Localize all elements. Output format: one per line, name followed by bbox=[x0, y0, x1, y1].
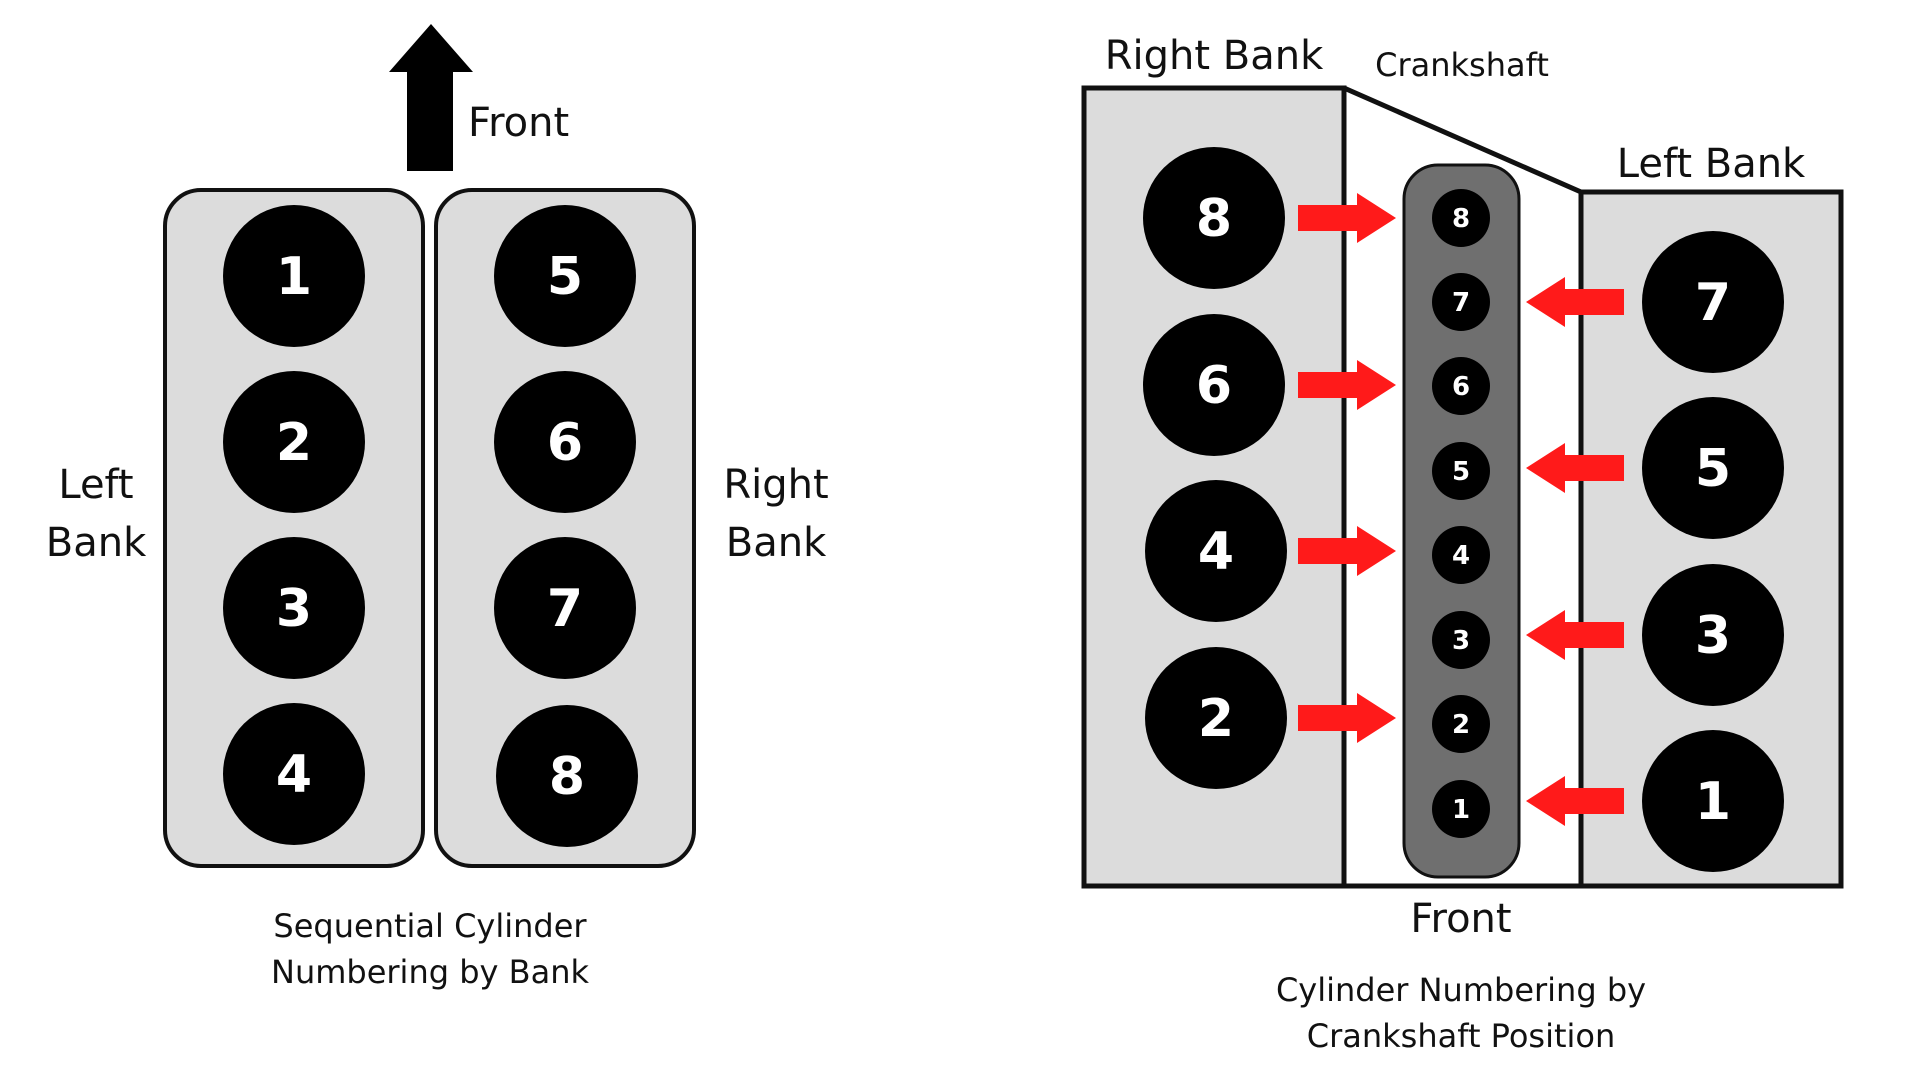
right-bank-label-line2: Bank bbox=[726, 520, 827, 566]
cylinder: 8 bbox=[1143, 147, 1285, 289]
cylinder: 6 bbox=[494, 371, 636, 513]
cylinder: 7 bbox=[494, 537, 636, 679]
crankshaft-position-diagram: Right Bank Crankshaft Left Bank 8 7 6 5 … bbox=[1081, 33, 1844, 1055]
cylinder-number: 7 bbox=[1695, 273, 1731, 333]
crank-pin-number: 3 bbox=[1452, 626, 1470, 656]
crank-pin: 6 bbox=[1432, 357, 1490, 415]
left-bank-label: Left Bank bbox=[1617, 141, 1806, 187]
left-bank-arrows bbox=[1526, 277, 1624, 826]
arrow-left-icon bbox=[1526, 776, 1624, 826]
cylinder-number: 1 bbox=[276, 247, 312, 307]
arrow-right-icon bbox=[1298, 360, 1396, 410]
arrow-left-icon bbox=[1526, 610, 1624, 660]
right-bank-block bbox=[434, 188, 696, 868]
crank-pin: 5 bbox=[1432, 442, 1490, 500]
cylinder: 1 bbox=[1642, 730, 1784, 872]
cylinder-number: 4 bbox=[276, 745, 312, 805]
right-caption-line1: Cylinder Numbering by bbox=[1276, 971, 1646, 1009]
crank-pin: 8 bbox=[1432, 189, 1490, 247]
front-arrow-icon bbox=[389, 24, 473, 171]
cylinder-number: 2 bbox=[1198, 689, 1234, 749]
right-bank-label: Right Bank bbox=[1105, 33, 1324, 79]
cylinder: 3 bbox=[223, 537, 365, 679]
left-bank-cylinders: 7 5 3 1 bbox=[1642, 231, 1784, 872]
crank-pin-number: 5 bbox=[1452, 457, 1470, 487]
crank-pin: 7 bbox=[1432, 273, 1490, 331]
arrow-right-icon bbox=[1298, 193, 1396, 243]
cylinder: 7 bbox=[1642, 231, 1784, 373]
crank-pin: 2 bbox=[1432, 695, 1490, 753]
sequential-numbering-diagram: Front 1 2 3 4 bbox=[46, 24, 829, 991]
crankshaft-label: Crankshaft bbox=[1375, 46, 1549, 84]
left-caption-line2: Numbering by Bank bbox=[271, 953, 589, 991]
cylinder: 5 bbox=[1642, 397, 1784, 539]
right-bank-arrows bbox=[1298, 193, 1396, 743]
cylinder: 1 bbox=[223, 205, 365, 347]
front-label: Front bbox=[468, 100, 569, 146]
left-bank-block bbox=[163, 188, 425, 868]
cylinder: 5 bbox=[494, 205, 636, 347]
cylinder-number: 5 bbox=[1695, 439, 1731, 499]
arrow-right-icon bbox=[1298, 693, 1396, 743]
right-bank-label-line1: Right bbox=[723, 462, 828, 508]
cylinder-number: 8 bbox=[1196, 189, 1232, 249]
left-bank-label-line1: Left bbox=[58, 462, 133, 508]
crank-pin-number: 6 bbox=[1452, 372, 1470, 402]
cylinder: 6 bbox=[1143, 314, 1285, 456]
crankshaft bbox=[1402, 163, 1521, 879]
crank-positions: 8 7 6 5 4 3 2 1 bbox=[1432, 189, 1490, 838]
cylinder-number: 2 bbox=[276, 413, 312, 473]
arrow-left-icon bbox=[1526, 277, 1624, 327]
crank-pin: 1 bbox=[1432, 780, 1490, 838]
crank-pin-number: 7 bbox=[1452, 288, 1470, 318]
left-bank-label-line2: Bank bbox=[46, 520, 147, 566]
front-label: Front bbox=[1410, 896, 1511, 942]
cylinder-number: 1 bbox=[1695, 772, 1731, 832]
cylinder-number: 6 bbox=[547, 413, 583, 473]
cylinder: 4 bbox=[1145, 480, 1287, 622]
crank-pin-number: 2 bbox=[1452, 710, 1470, 740]
cylinder-number: 4 bbox=[1198, 522, 1234, 582]
crank-pin-number: 8 bbox=[1452, 204, 1470, 234]
left-caption-line1: Sequential Cylinder bbox=[273, 907, 587, 945]
cylinder: 2 bbox=[223, 371, 365, 513]
cylinder: 4 bbox=[223, 703, 365, 845]
crank-pin-number: 4 bbox=[1452, 541, 1470, 571]
right-caption-line2: Crankshaft Position bbox=[1307, 1017, 1616, 1055]
cylinder-number: 6 bbox=[1196, 356, 1232, 416]
cylinder-number: 7 bbox=[547, 579, 583, 639]
arrow-right-icon bbox=[1298, 526, 1396, 576]
crank-pin-number: 1 bbox=[1452, 795, 1470, 825]
right-bank-cylinders: 8 6 4 2 bbox=[1143, 147, 1287, 789]
arrow-left-icon bbox=[1526, 443, 1624, 493]
cylinder: 2 bbox=[1145, 647, 1287, 789]
cylinder-number: 3 bbox=[1695, 606, 1731, 666]
cylinder: 3 bbox=[1642, 564, 1784, 706]
cylinder-number: 8 bbox=[549, 747, 585, 807]
left-bank-cylinders: 1 2 3 4 bbox=[223, 205, 365, 845]
cylinder-number: 3 bbox=[276, 579, 312, 639]
cylinder-number: 5 bbox=[547, 247, 583, 307]
cylinder: 8 bbox=[496, 705, 638, 847]
crank-pin: 3 bbox=[1432, 611, 1490, 669]
crank-pin: 4 bbox=[1432, 526, 1490, 584]
right-bank-cylinders: 5 6 7 8 bbox=[494, 205, 638, 847]
